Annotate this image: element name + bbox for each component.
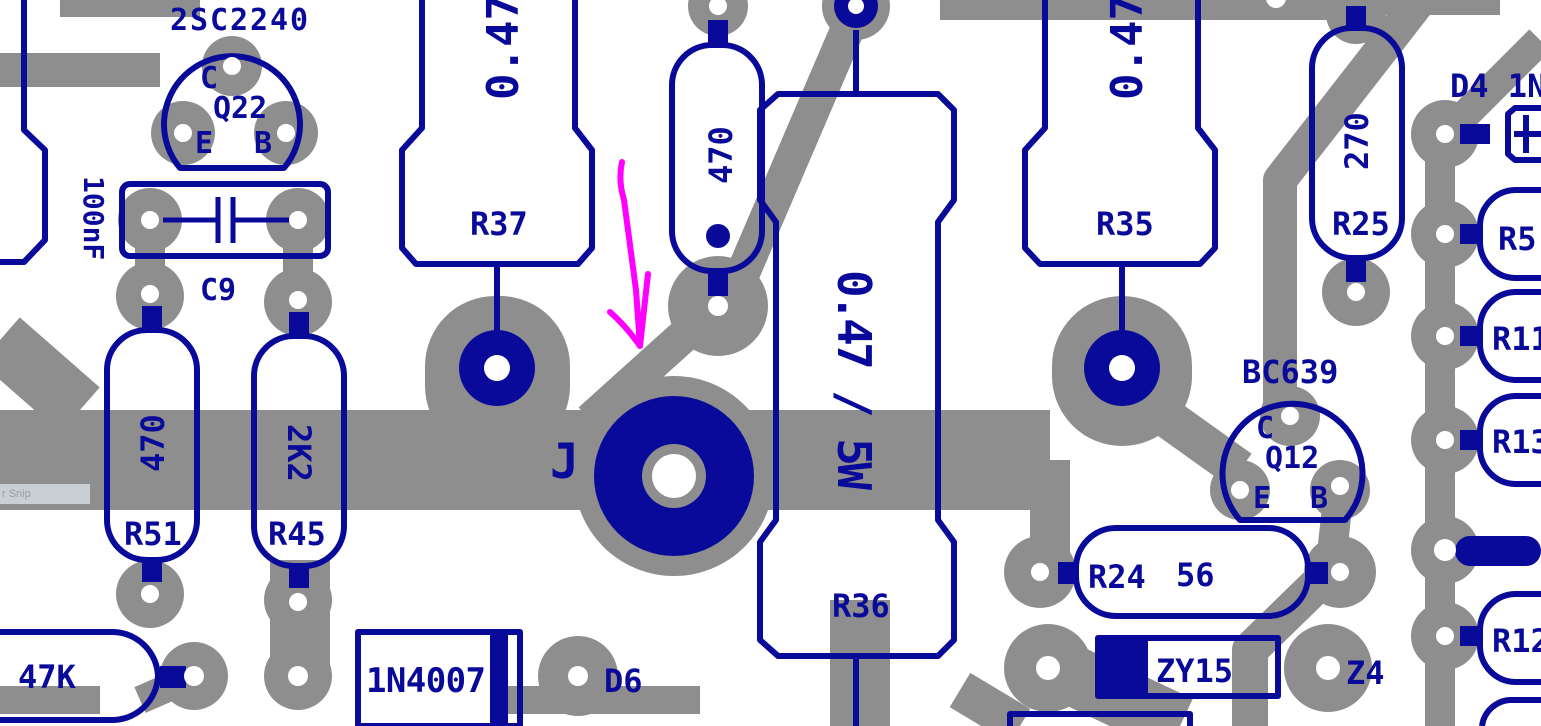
- r36-value-label: 0.47 / 5W: [827, 270, 881, 490]
- c9-outline: [119, 181, 331, 259]
- q22-outline: [161, 53, 303, 171]
- d4-outline: [1505, 105, 1541, 163]
- r5-ref-label: R5: [1498, 220, 1537, 258]
- d6-ref-label: D6: [604, 662, 643, 700]
- r45-ref-label: R45: [268, 515, 326, 553]
- q12-pin-c: C: [1256, 411, 1274, 446]
- r25-ref-label: R25: [1332, 205, 1390, 243]
- j-label: J: [550, 434, 579, 490]
- q22-ref-label: Q22: [213, 91, 267, 126]
- r51-ref-label: R51: [124, 515, 182, 553]
- q22-pin-e: E: [195, 126, 213, 161]
- q22-pin-c: C: [200, 61, 218, 96]
- d4-label: D4 1N4: [1450, 67, 1541, 105]
- q22-pin-b: B: [254, 126, 272, 161]
- z4-ref-label: Z4: [1346, 654, 1385, 692]
- r35-value-label: 0.47: [1102, 0, 1153, 100]
- q12-pin-e: E: [1253, 481, 1271, 516]
- r45-value-label: 2K2: [280, 424, 318, 482]
- r47k-outline: [0, 628, 161, 724]
- diode-1n4007-label: 1N4007: [366, 661, 486, 701]
- r12-ref-label: R12: [1492, 622, 1541, 660]
- r35-ref-label: R35: [1096, 205, 1154, 243]
- r11-ref-label: R11: [1492, 320, 1541, 358]
- c9-ref-label: C9: [200, 273, 236, 308]
- r36-ref-label: R36: [832, 587, 890, 625]
- r13-ref-label: R13: [1492, 423, 1541, 461]
- r24-value-label: 56: [1176, 556, 1215, 594]
- q12-outline: [1219, 400, 1366, 523]
- q12-pin-b: B: [1310, 481, 1328, 516]
- c9-value-label: 100nF: [77, 176, 110, 260]
- r470-value-label: 470: [702, 126, 740, 184]
- r47k-value-label: 47K: [18, 658, 77, 696]
- r25-value-label: 270: [1338, 112, 1376, 170]
- silkscreen-labels: 2SC2240 C Q22 E B 100nF C9 0.47 R37 0.47…: [18, 0, 1541, 701]
- pad-holes: [141, 0, 1456, 686]
- snip-tool-tag: r Snip: [0, 484, 90, 504]
- annotation-arrow: [607, 159, 651, 349]
- q22-part-label: 2SC2240: [170, 3, 308, 38]
- zener-zy15-label: ZY15: [1156, 652, 1233, 690]
- r37-value-label: 0.47: [478, 0, 529, 100]
- r24-ref-label: R24: [1088, 558, 1146, 596]
- r51-value-label: 470: [134, 414, 172, 472]
- silkscreen-solids: [142, 0, 1541, 726]
- r37-ref-label: R37: [470, 205, 528, 243]
- q12-part-label: BC639: [1242, 353, 1338, 391]
- r36-outline: [757, 91, 957, 659]
- diode-1n4007-outline: [355, 629, 523, 726]
- q12-ref-label: Q12: [1265, 441, 1319, 476]
